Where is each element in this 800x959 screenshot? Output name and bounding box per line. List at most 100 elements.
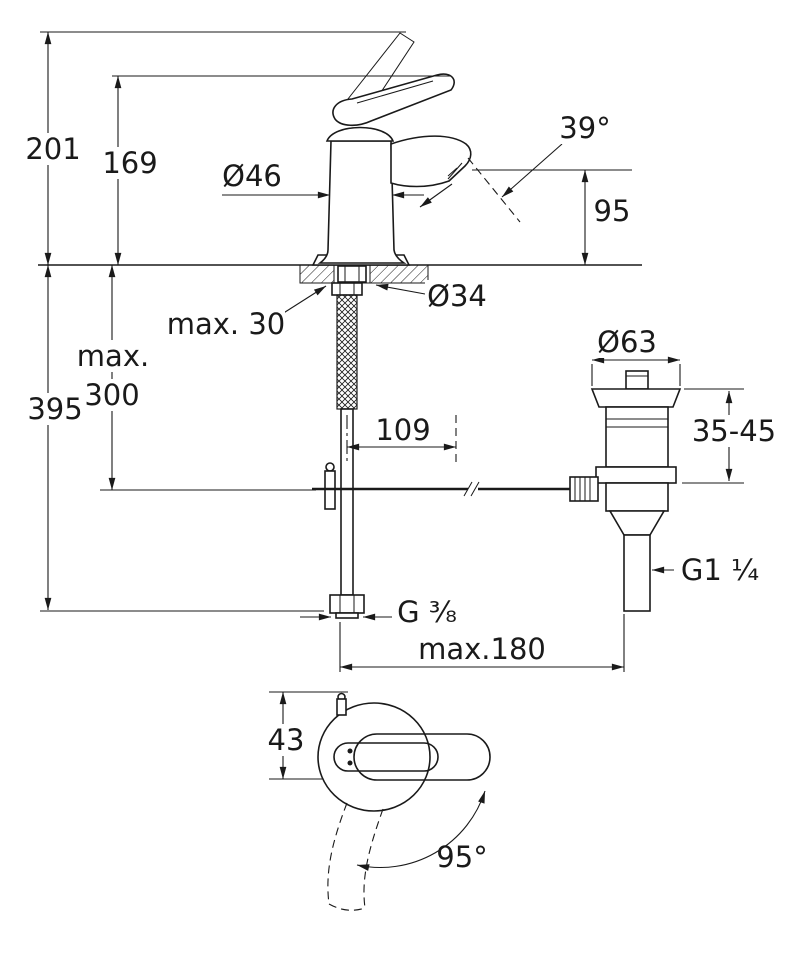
extension-lines — [40, 31, 744, 780]
popup-plug-stem — [625, 370, 649, 390]
dimension-labels: 201 169 395 max. 300 max. 30 Ø46 39° — [25, 111, 777, 874]
label-background — [676, 554, 764, 586]
rod-joint-knob — [569, 476, 599, 502]
nut-collar — [335, 612, 359, 619]
dim-arc-95deg — [356, 790, 486, 871]
lever-raised-outline — [343, 32, 415, 113]
label-background — [558, 112, 612, 144]
waste-upper-body — [605, 406, 669, 468]
dim-text-max: max. — [77, 339, 149, 373]
dim-label-395: 395 — [27, 392, 83, 426]
lever-handle — [332, 73, 455, 127]
braided-hose — [336, 294, 358, 410]
spout — [390, 135, 472, 188]
stream-angle-line — [467, 157, 521, 223]
dim-text-dia34: Ø34 — [427, 279, 487, 313]
dim-label-95deg: 95° — [436, 840, 487, 874]
dim-text-43: 43 — [268, 723, 305, 757]
rod-break-mark — [470, 481, 480, 497]
plan-detail-dot — [347, 748, 353, 754]
mounting-deck — [38, 264, 642, 284]
faucet-plan-view — [317, 692, 491, 911]
plan-detail-dot — [347, 760, 353, 766]
cartridge-cap — [325, 126, 395, 142]
dim-label-169: 169 — [102, 146, 158, 180]
counter-section-hatch-left — [299, 264, 335, 284]
dim-label-max30: max. 30 — [167, 307, 286, 341]
dim-text-300: 300 — [84, 378, 139, 412]
dim-text-201: 201 — [25, 132, 80, 166]
aerator-line — [447, 167, 458, 177]
dim-text-g38: G ³⁄₈ — [397, 595, 457, 629]
leader-39deg — [501, 143, 563, 198]
dim-label-35-45: 35-45 — [691, 414, 777, 448]
dim-text-max30: max. 30 — [167, 307, 286, 341]
dim-label-43: 43 — [265, 723, 307, 757]
lever-inner-line — [356, 80, 434, 104]
label-background — [392, 596, 462, 628]
dim-label-dia46: Ø46 — [220, 159, 284, 193]
flow-direction-arrow — [419, 183, 453, 208]
hose-connector-nut — [329, 594, 365, 614]
dim-label-dia63: Ø63 — [595, 325, 659, 359]
aerator-line — [447, 162, 463, 180]
drain-assembly — [569, 370, 682, 612]
label-background — [691, 415, 777, 447]
dim-text-169: 169 — [102, 146, 157, 180]
plan-pin — [336, 698, 347, 716]
label-background — [425, 280, 489, 312]
supply-hose — [329, 282, 365, 619]
dim-text-dia63: Ø63 — [597, 325, 657, 359]
label-background — [25, 133, 81, 165]
swivel-spout-outline — [363, 808, 384, 909]
dim-text-39deg: 39° — [559, 111, 610, 145]
dim-text-35-45: 35-45 — [692, 414, 776, 448]
label-background — [590, 195, 634, 227]
waste-pipe — [623, 534, 651, 612]
dim-label-g38: G ³⁄₈ — [392, 595, 462, 629]
dim-label-39deg: 39° — [558, 111, 612, 145]
waste-lower-body — [605, 482, 669, 512]
dim-label-109: 109 — [375, 413, 431, 447]
dim-label-201: 201 — [25, 132, 81, 166]
label-background — [167, 308, 285, 340]
label-background — [220, 160, 284, 192]
hose-lower-section — [340, 408, 354, 596]
label-background — [424, 633, 540, 665]
waste-flange — [590, 388, 682, 408]
dim-text-95: 95 — [594, 194, 631, 228]
waste-taper — [608, 510, 666, 536]
plan-spout — [353, 733, 491, 781]
label-background — [375, 415, 431, 445]
swivel-spout-outline — [328, 903, 366, 911]
label-background — [102, 147, 158, 179]
dim-text-g114: G1 ¹⁄₄ — [681, 553, 759, 587]
rod-ball-end — [325, 462, 335, 472]
dim-text-95deg: 95° — [436, 840, 487, 874]
popup-rod — [312, 462, 570, 510]
leader-dia34 — [375, 283, 426, 295]
label-background — [27, 393, 83, 425]
dim-label-g114: G1 ¹⁄₄ — [676, 553, 764, 587]
dim-text-max180: max.180 — [418, 632, 546, 666]
shank-nut — [331, 282, 363, 296]
dim-text-dia46: Ø46 — [222, 159, 282, 193]
label-background — [595, 326, 659, 358]
waste-mounting-nut — [595, 466, 677, 484]
label-background — [79, 340, 147, 372]
label-background — [84, 379, 140, 411]
swivel-spout-outline — [327, 802, 348, 905]
dim-text-395: 395 — [27, 392, 82, 426]
dim-label-max300: max. 300 — [77, 339, 149, 412]
dim-text-109: 109 — [375, 413, 430, 447]
knob-knurling — [574, 477, 591, 501]
label-background — [265, 724, 307, 756]
plan-lever — [333, 742, 439, 772]
dim-label-max180: max.180 — [418, 632, 546, 666]
faucet-body — [317, 140, 407, 264]
counter-section-hatch-right — [369, 264, 429, 284]
dim-label-95: 95 — [590, 194, 634, 228]
rod-break-mark — [463, 481, 473, 497]
